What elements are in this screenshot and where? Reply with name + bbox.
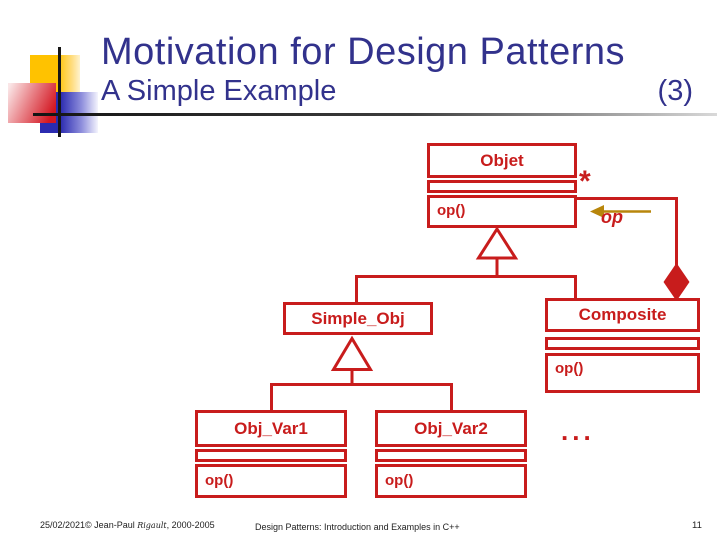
footer-course-title: Design Patterns: Introduction and Exampl… [255, 522, 460, 532]
class-simple-obj-name: Simple_Obj [283, 302, 433, 335]
slide-subtitle: A Simple Example [101, 75, 337, 107]
class-obj-var2-attributes [375, 449, 527, 462]
class-objet: Objet op() [427, 143, 577, 228]
class-composite-operation: op() [545, 353, 700, 393]
class-simple-obj: Simple_Obj [283, 302, 433, 335]
class-objet-operation: op() [427, 195, 577, 228]
class-objet-name: Objet [427, 143, 577, 178]
deco-red-square [8, 83, 56, 123]
header-rule [33, 113, 717, 116]
footer-copyright: 25/02/2021© Jean-Paul Rigault, 2000-2005 [40, 520, 215, 530]
inheritance-bus-top [355, 275, 577, 302]
footer-years: , 2000-2005 [166, 520, 215, 530]
composition-link [577, 197, 678, 266]
class-obj-var2-name: Obj_Var2 [375, 410, 527, 447]
slide-title: Motivation for Design Patterns [101, 31, 626, 73]
footer-date: 25/02/2021 [40, 520, 86, 530]
class-obj-var2: Obj_Var2 op() [375, 410, 527, 498]
slide-subtitle-index: (3) [657, 75, 693, 107]
class-obj-var1: Obj_Var1 op() [195, 410, 347, 498]
association-role-label: op [601, 207, 623, 227]
class-obj-var1-operation: op() [195, 464, 347, 498]
inheritance-triangle-simpleobj [330, 335, 374, 371]
class-composite: Composite op() [545, 298, 700, 393]
class-obj-var1-name: Obj_Var1 [195, 410, 347, 447]
deco-vertical-line [58, 47, 61, 137]
more-variants-ellipsis: ... [561, 416, 595, 446]
class-objet-attributes [427, 180, 577, 193]
class-composite-name: Composite [545, 298, 700, 332]
footer-author-signature: Rigault [137, 521, 167, 530]
page-number: 11 [692, 520, 702, 531]
class-obj-var1-attributes [195, 449, 347, 462]
footer-author: © Jean-Paul [85, 520, 138, 530]
inheritance-bus-bottom [270, 383, 453, 410]
class-composite-attributes [545, 337, 700, 350]
class-obj-var2-operation: op() [375, 464, 527, 498]
composition-diamond [663, 263, 690, 301]
inheritance-triangle-objet [475, 226, 519, 260]
association-multiplicity: * [579, 165, 591, 198]
